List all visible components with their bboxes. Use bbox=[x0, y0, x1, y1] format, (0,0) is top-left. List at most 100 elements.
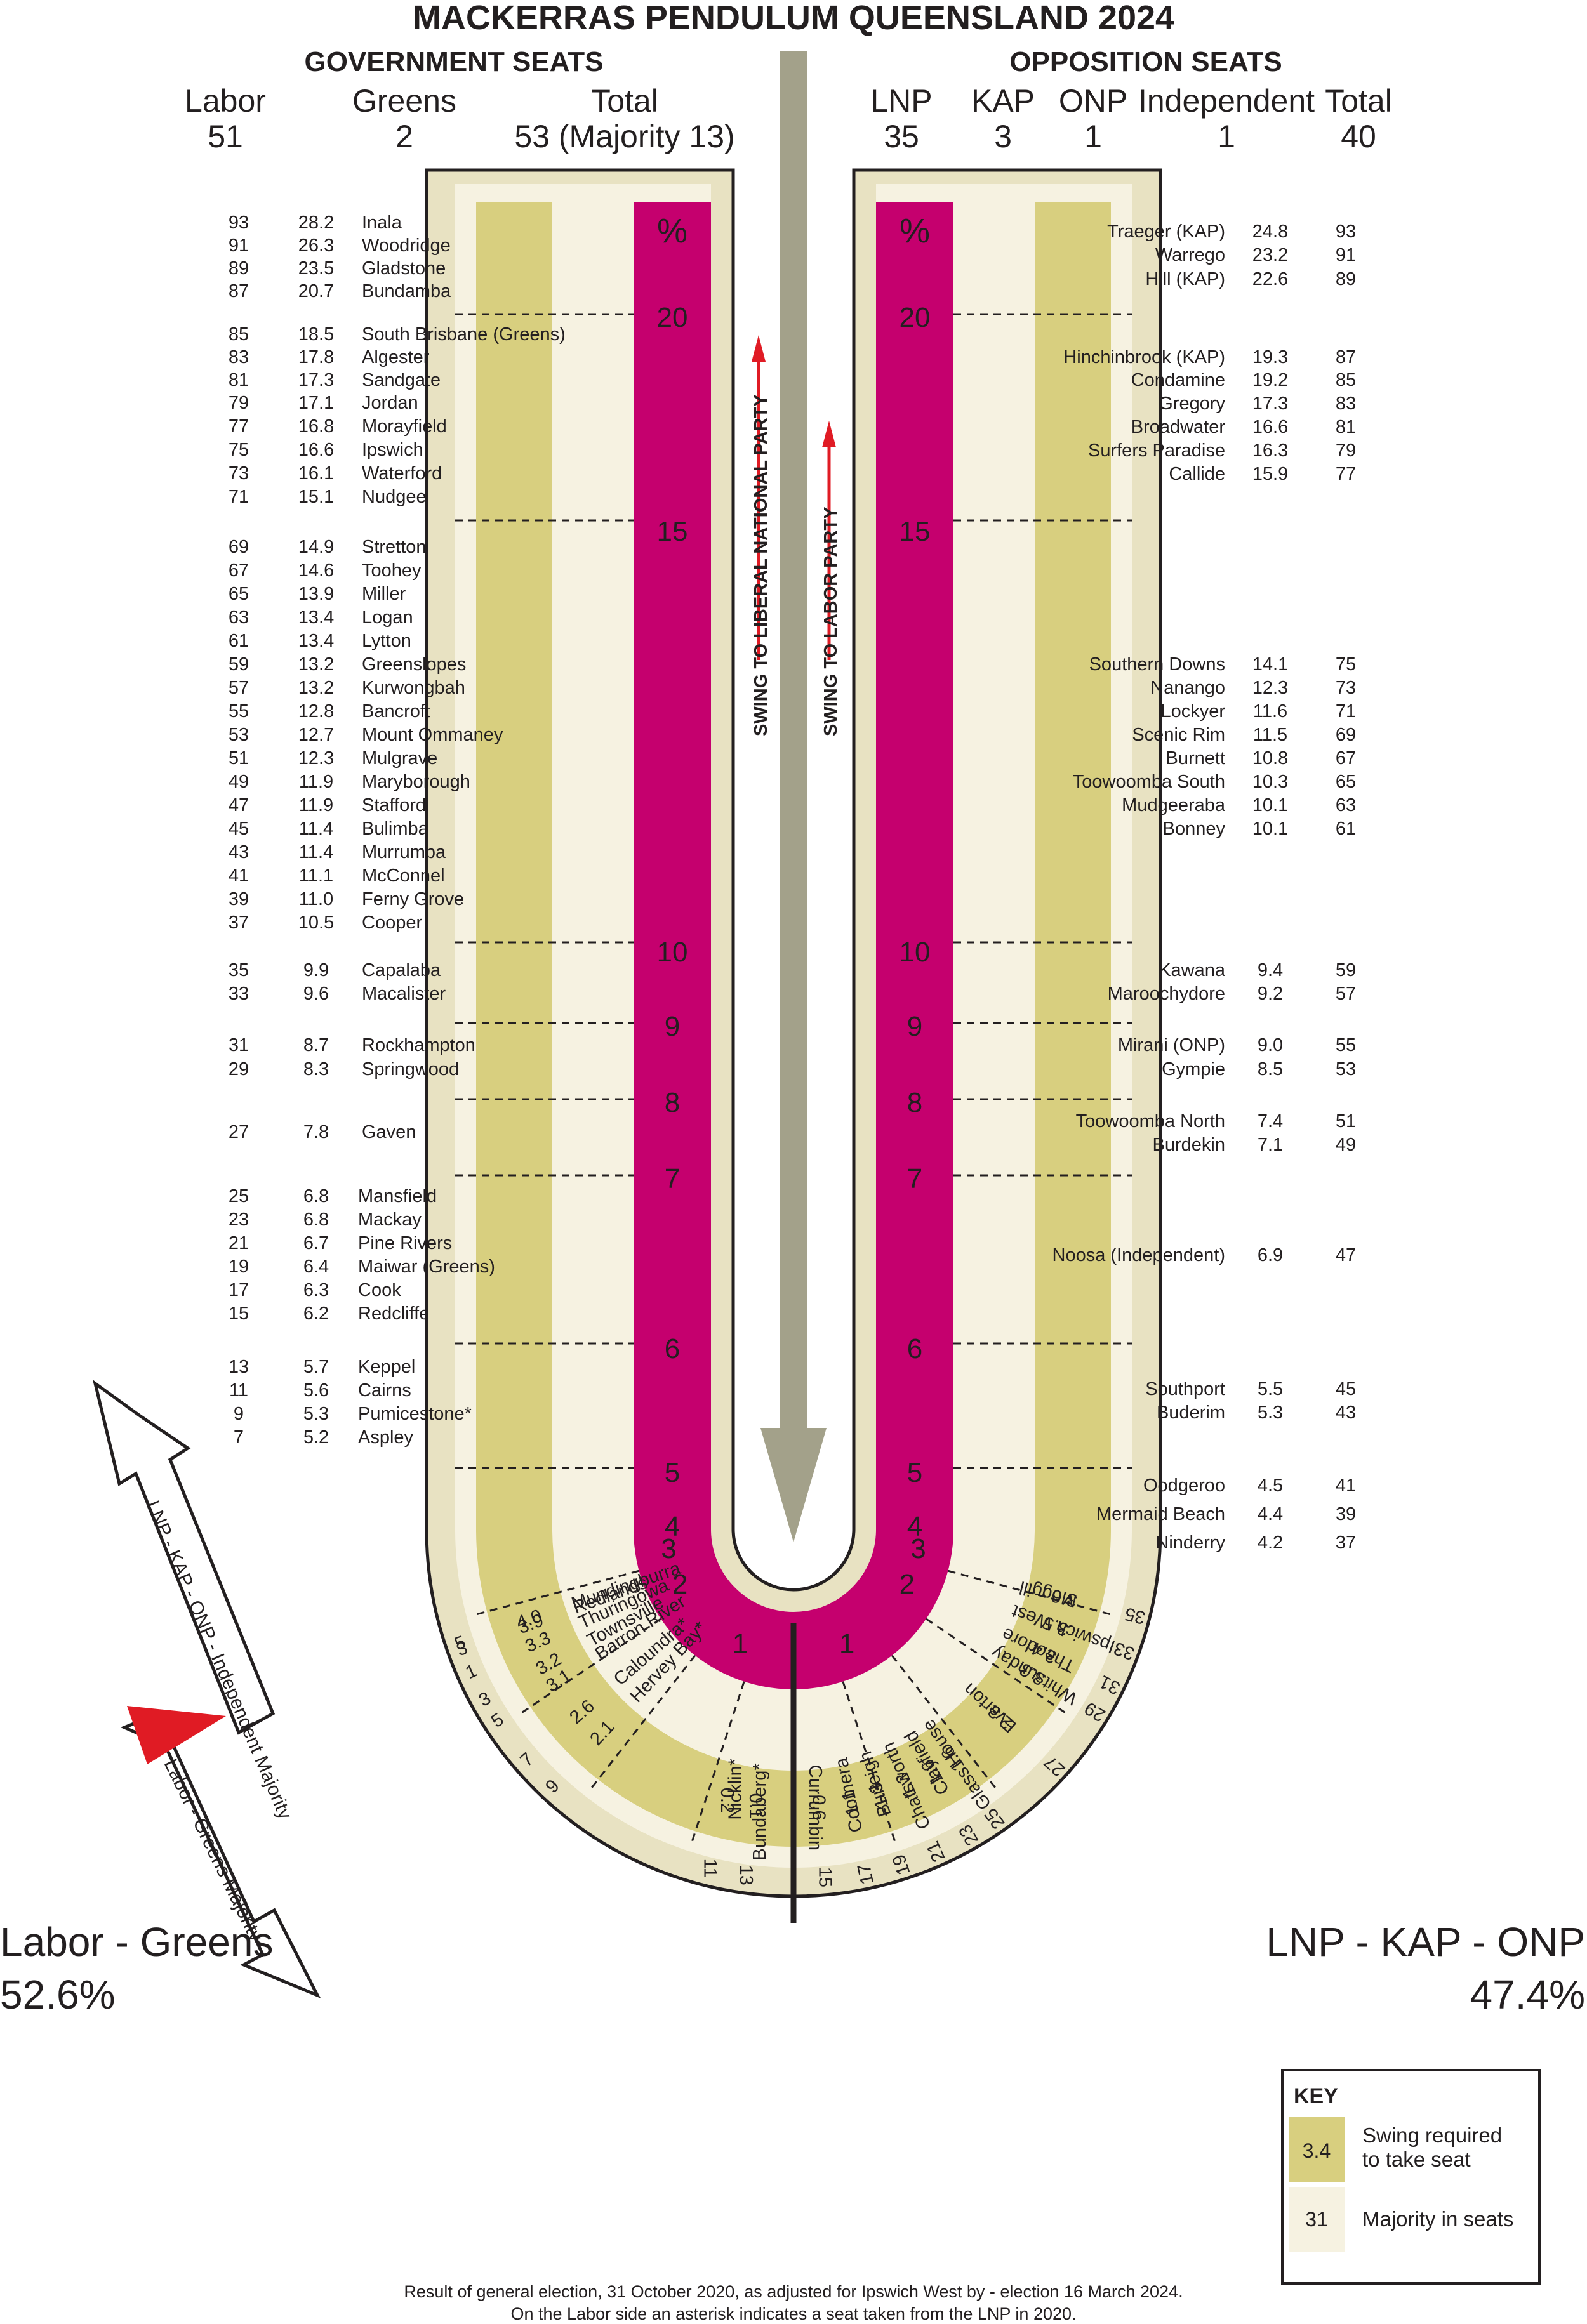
opp-seat-margin: 16.6 bbox=[1252, 417, 1288, 437]
opp-seat-name: Burnett bbox=[1166, 748, 1226, 769]
radial-divider bbox=[948, 1569, 1116, 1617]
scale-band bbox=[634, 202, 953, 1689]
gov-seat-name: South Brisbane (Greens) bbox=[362, 324, 566, 345]
gov-seat-name: Woodridge bbox=[362, 235, 451, 256]
gov-seat-margin: 11.1 bbox=[299, 866, 333, 886]
opp-seat-name: Hill (KAP) bbox=[1145, 269, 1225, 289]
gov-seat-majority: 79 bbox=[229, 393, 249, 413]
gov-seat-name: Greenslopes bbox=[362, 654, 466, 675]
gov-seat-majority: 71 bbox=[229, 487, 249, 507]
scale-tick-left: 15 bbox=[657, 516, 688, 547]
scale-tick-left: 1 bbox=[733, 1628, 748, 1659]
scale-tick-right: 15 bbox=[900, 516, 931, 547]
gov-seat-margin: 10.5 bbox=[298, 913, 334, 933]
opp-seat-margin: 23.2 bbox=[1252, 245, 1288, 265]
gov-seat-name: Logan bbox=[362, 607, 413, 628]
gov-seat-margin: 0.1 bbox=[745, 1793, 766, 1819]
gov-seat-name: Stretton bbox=[362, 537, 427, 557]
opp-seat-margin: 10.1 bbox=[1252, 795, 1288, 815]
gov-seat-majority: 83 bbox=[229, 347, 249, 367]
opp-seat-margin: 14.1 bbox=[1252, 654, 1288, 675]
key-seats-label: Majority in seats bbox=[1362, 2207, 1513, 2231]
gov-seat-majority: 73 bbox=[229, 463, 249, 484]
footer-line-1: Result of general election, 31 October 2… bbox=[404, 2282, 1183, 2301]
gov-seat-margin: 14.6 bbox=[298, 560, 334, 581]
opp-seat-margin: 11.6 bbox=[1253, 701, 1287, 722]
gov-seat-margin: 17.1 bbox=[298, 393, 334, 413]
gov-col-value-labor: 51 bbox=[208, 119, 243, 154]
swing-to-lnp: SWING TO LIBERAL NATIONAL PARTY bbox=[751, 335, 771, 736]
opp-seat-name: Southport bbox=[1145, 1379, 1225, 1399]
majority-marker bbox=[127, 1706, 226, 1764]
opp-seat-margin: 9.0 bbox=[1258, 1035, 1283, 1055]
radial-divider bbox=[926, 1618, 1071, 1717]
opp-seat-margin: 5.5 bbox=[1258, 1379, 1283, 1399]
opp-seat-name: Broadwater bbox=[1131, 417, 1226, 437]
gov-seat-majority: 39 bbox=[229, 889, 249, 909]
gov-seat-name: Lytton bbox=[362, 631, 411, 651]
opp-seat-name: Mudgeeraba bbox=[1122, 795, 1226, 815]
gov-seat-margin: 11.9 bbox=[299, 795, 333, 815]
gov-col-label-greens: Greens bbox=[352, 83, 456, 119]
gov-seat-name: Cooper bbox=[362, 913, 422, 933]
key-seats-swatch bbox=[1289, 2187, 1345, 2252]
opp-seat-margin: 19.3 bbox=[1252, 347, 1288, 367]
labor-majority-label: Labor - Greens Majority bbox=[160, 1756, 267, 1945]
opp-col-label-kap: KAP bbox=[971, 83, 1035, 119]
gov-seat-name: Mackay bbox=[358, 1210, 422, 1230]
gov-seat-majority: 45 bbox=[229, 819, 249, 839]
scale-percent-right: % bbox=[900, 212, 930, 250]
opposition-heading: OPPOSITION SEATS bbox=[1009, 46, 1282, 77]
gov-seat-name: Redcliffe bbox=[358, 1304, 429, 1324]
opp-seat-majority: 57 bbox=[1336, 984, 1356, 1004]
gov-seat-majority: 17 bbox=[229, 1280, 249, 1300]
gov-seat-majority: 81 bbox=[229, 370, 249, 390]
gov-seat-name: Stafford bbox=[362, 795, 426, 815]
opp-seat-name: Mermaid Beach bbox=[1096, 1504, 1225, 1524]
gov-seat-majority: 31 bbox=[229, 1035, 249, 1055]
gov-seat-name: Waterford bbox=[362, 463, 442, 484]
opp-seat-majority: 83 bbox=[1336, 393, 1356, 414]
opp-seat-name: Noosa (Independent) bbox=[1052, 1245, 1225, 1265]
gov-seat-name: Nicklin* bbox=[726, 1759, 746, 1820]
gov-seat-margin: 6.2 bbox=[303, 1304, 329, 1324]
gov-seat-margin: 13.2 bbox=[298, 678, 334, 698]
radial-divider bbox=[842, 1681, 898, 1847]
gov-seat-name: Pumicestone* bbox=[358, 1404, 472, 1424]
opp-col-value-kap: 3 bbox=[994, 119, 1012, 154]
gov-col-value-greens: 2 bbox=[395, 119, 413, 154]
gov-seat-name: Bundaberg* bbox=[750, 1763, 770, 1860]
opp-seat-margin: 4.2 bbox=[1258, 1533, 1283, 1553]
gov-seat-majority: 33 bbox=[229, 984, 249, 1004]
gov-seat-name: Capalaba bbox=[362, 960, 441, 980]
gov-seat-margin: 26.3 bbox=[298, 235, 334, 256]
opp-seat-majority: 49 bbox=[1336, 1135, 1356, 1155]
opp-seat-name: Scenic Rim bbox=[1132, 725, 1225, 745]
opp-seat-majority: 79 bbox=[1336, 440, 1356, 461]
right-total-value: 47.4% bbox=[1470, 1972, 1585, 2017]
opp-seat-margin: 16.3 bbox=[1252, 440, 1288, 461]
scale-tick-right: 7 bbox=[907, 1163, 922, 1194]
opp-seat-majority: 91 bbox=[1336, 245, 1356, 265]
gov-seat-majority: 89 bbox=[229, 258, 249, 279]
gov-seat-majority: 27 bbox=[229, 1122, 249, 1142]
gov-seat-name: Jordan bbox=[362, 393, 418, 413]
chart-title: MACKERRAS PENDULUM QUEENSLAND 2024 bbox=[413, 0, 1174, 37]
opp-seat-name: Condamine bbox=[1131, 370, 1225, 390]
gov-seat-majority: 87 bbox=[229, 281, 249, 301]
opp-seat-majority: 67 bbox=[1336, 748, 1356, 769]
gov-seat-majority: 65 bbox=[229, 584, 249, 604]
opp-seat-name: Gregory bbox=[1159, 393, 1225, 414]
gov-seat-name: Aspley bbox=[358, 1427, 414, 1448]
gov-seat-name: Murrumba bbox=[362, 842, 446, 862]
opp-seat-margin: 6.9 bbox=[1258, 1245, 1283, 1265]
gov-seat-name: Mount Ommaney bbox=[362, 725, 503, 745]
gov-seat-margin: 23.5 bbox=[298, 258, 334, 279]
gov-seat-margin: 11.0 bbox=[299, 889, 333, 909]
right-total-label: LNP - KAP - ONP bbox=[1266, 1919, 1585, 1965]
opp-seat-majority: 77 bbox=[1336, 464, 1356, 484]
pendulum-grid bbox=[455, 313, 1132, 1923]
gov-seat-margin: 8.7 bbox=[303, 1035, 329, 1055]
